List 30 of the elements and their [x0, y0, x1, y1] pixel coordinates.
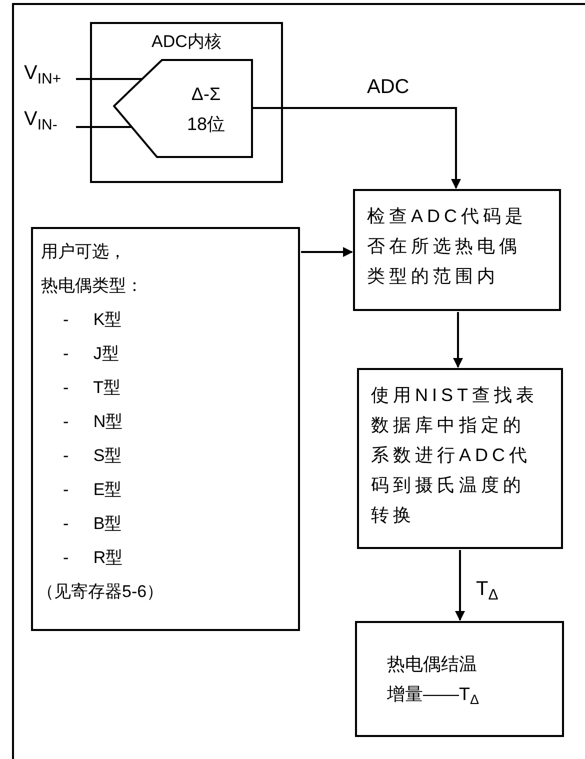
- list-item: - S型: [63, 445, 122, 467]
- arrow: [455, 550, 465, 621]
- connector-line: [76, 126, 131, 128]
- list-item: - K型: [63, 309, 122, 331]
- box-text: 使用NIST查找表数据库中指定的系数进行ADC代码到摄氏温度的转换: [371, 384, 540, 527]
- list-item: - T型: [63, 377, 120, 399]
- box-text: （见寄存器5-6）: [37, 581, 164, 603]
- edge-label: T$_{Δ}$: [474, 578, 500, 601]
- process-box: [355, 621, 564, 737]
- box-text: 热电偶结温增量——T$_{Δ}$: [387, 653, 480, 709]
- list-item: - N型: [63, 411, 123, 433]
- arrow: [253, 107, 461, 189]
- box-text: 检查ADC代码是否在所选热电偶类型的范围内: [367, 205, 528, 288]
- option-box: [31, 227, 300, 631]
- box-text: 用户可选，: [41, 241, 126, 263]
- block-title: ADC内核: [150, 31, 222, 53]
- signal-label: V$_{IN-}$: [24, 108, 58, 131]
- process-box: [353, 189, 561, 311]
- arrow: [453, 312, 463, 368]
- signal-label: V$_{IN+}$: [24, 62, 62, 85]
- list-item: - E型: [63, 479, 122, 501]
- core-block: [90, 22, 283, 183]
- box-text: 热电偶类型：: [41, 275, 143, 297]
- converter-label: Δ-Σ 18位: [186, 83, 226, 136]
- arrow: [301, 247, 353, 257]
- list-item: - J型: [63, 343, 119, 365]
- process-box: [357, 368, 563, 549]
- list-item: - R型: [63, 547, 123, 569]
- connector-line: [76, 78, 142, 80]
- list-item: - B型: [63, 513, 122, 535]
